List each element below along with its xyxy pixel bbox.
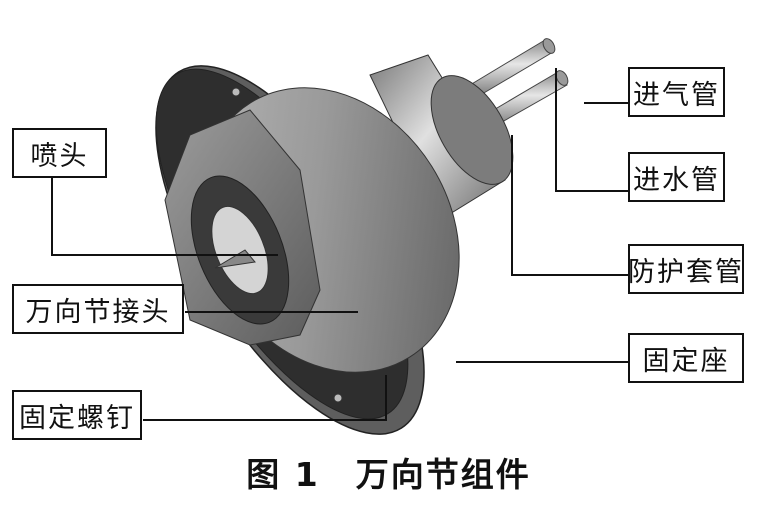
label-universal-joint: 万向节接头 <box>12 284 184 334</box>
label-protective-sleeve: 防护套管 <box>628 244 744 294</box>
water-inlet-leader-line <box>555 68 628 192</box>
figure-caption: 图 1 万向节组件 <box>0 448 777 496</box>
fixing-screw-leader-line <box>143 375 387 421</box>
label-fixing-screw: 固定螺钉 <box>12 390 142 440</box>
protective-sleeve-leader-line <box>511 135 628 276</box>
label-air-inlet-pipe: 进气管 <box>628 67 725 117</box>
figure-title: 万向节组件 <box>355 455 531 494</box>
figure-number: 图 1 <box>246 455 320 494</box>
nozzle-leader-line <box>51 177 278 256</box>
label-nozzle: 喷头 <box>12 128 107 178</box>
nozzle-front-face <box>164 109 321 346</box>
leader-lines <box>51 68 628 421</box>
label-water-inlet-pipe: 进水管 <box>628 152 725 202</box>
label-fixing-seat: 固定座 <box>628 333 744 383</box>
protective-sleeve-body <box>369 54 514 221</box>
